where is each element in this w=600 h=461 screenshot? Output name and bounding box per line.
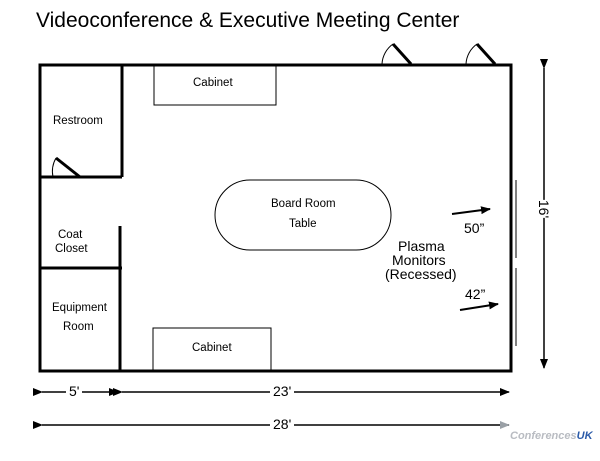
pointer-50: [451, 206, 491, 215]
cabinet-bottom: [152, 327, 272, 371]
restroom-label: Restroom: [53, 115, 103, 127]
equipment-room-label-1: Equipment: [52, 302, 107, 314]
restroom-door: [51, 156, 81, 179]
top-door-2: [465, 42, 497, 66]
outer-wall: [38, 63, 513, 373]
monitor-size-42: 42”: [465, 286, 486, 302]
cabinet-top-label: Cabinet: [193, 77, 233, 89]
logo-suffix: UK: [576, 430, 593, 442]
coat-closet-label-1: Coat: [58, 229, 83, 241]
coat-closet-label-2: Closet: [55, 243, 88, 255]
table-label-1: Board Room: [271, 198, 336, 210]
monitors-label-3: (Recessed): [385, 266, 457, 282]
monitors-label-1: Plasma: [398, 238, 445, 254]
dim-16-label: 16': [534, 199, 555, 219]
monitor-size-50: 50”: [464, 220, 485, 236]
table-label-2: Table: [289, 218, 317, 230]
dim-5-label: 5': [66, 383, 83, 399]
dim-23-label: 23': [270, 383, 295, 399]
dim-28-label: 28': [270, 416, 295, 432]
page-title: Videoconference & Executive Meeting Cent…: [36, 9, 460, 32]
cabinet-bottom-label: Cabinet: [192, 342, 232, 354]
logo-text: Conferences: [510, 430, 577, 442]
top-door-1: [381, 42, 413, 66]
board-room-table: [214, 179, 392, 251]
equipment-room-label-2: Room: [63, 321, 94, 333]
conferencesuk-logo: ConferencesUK: [510, 430, 593, 442]
cabinet-top: [153, 65, 277, 106]
monitors-label-2: Monitors: [392, 252, 446, 268]
pointer-42: [459, 301, 499, 311]
